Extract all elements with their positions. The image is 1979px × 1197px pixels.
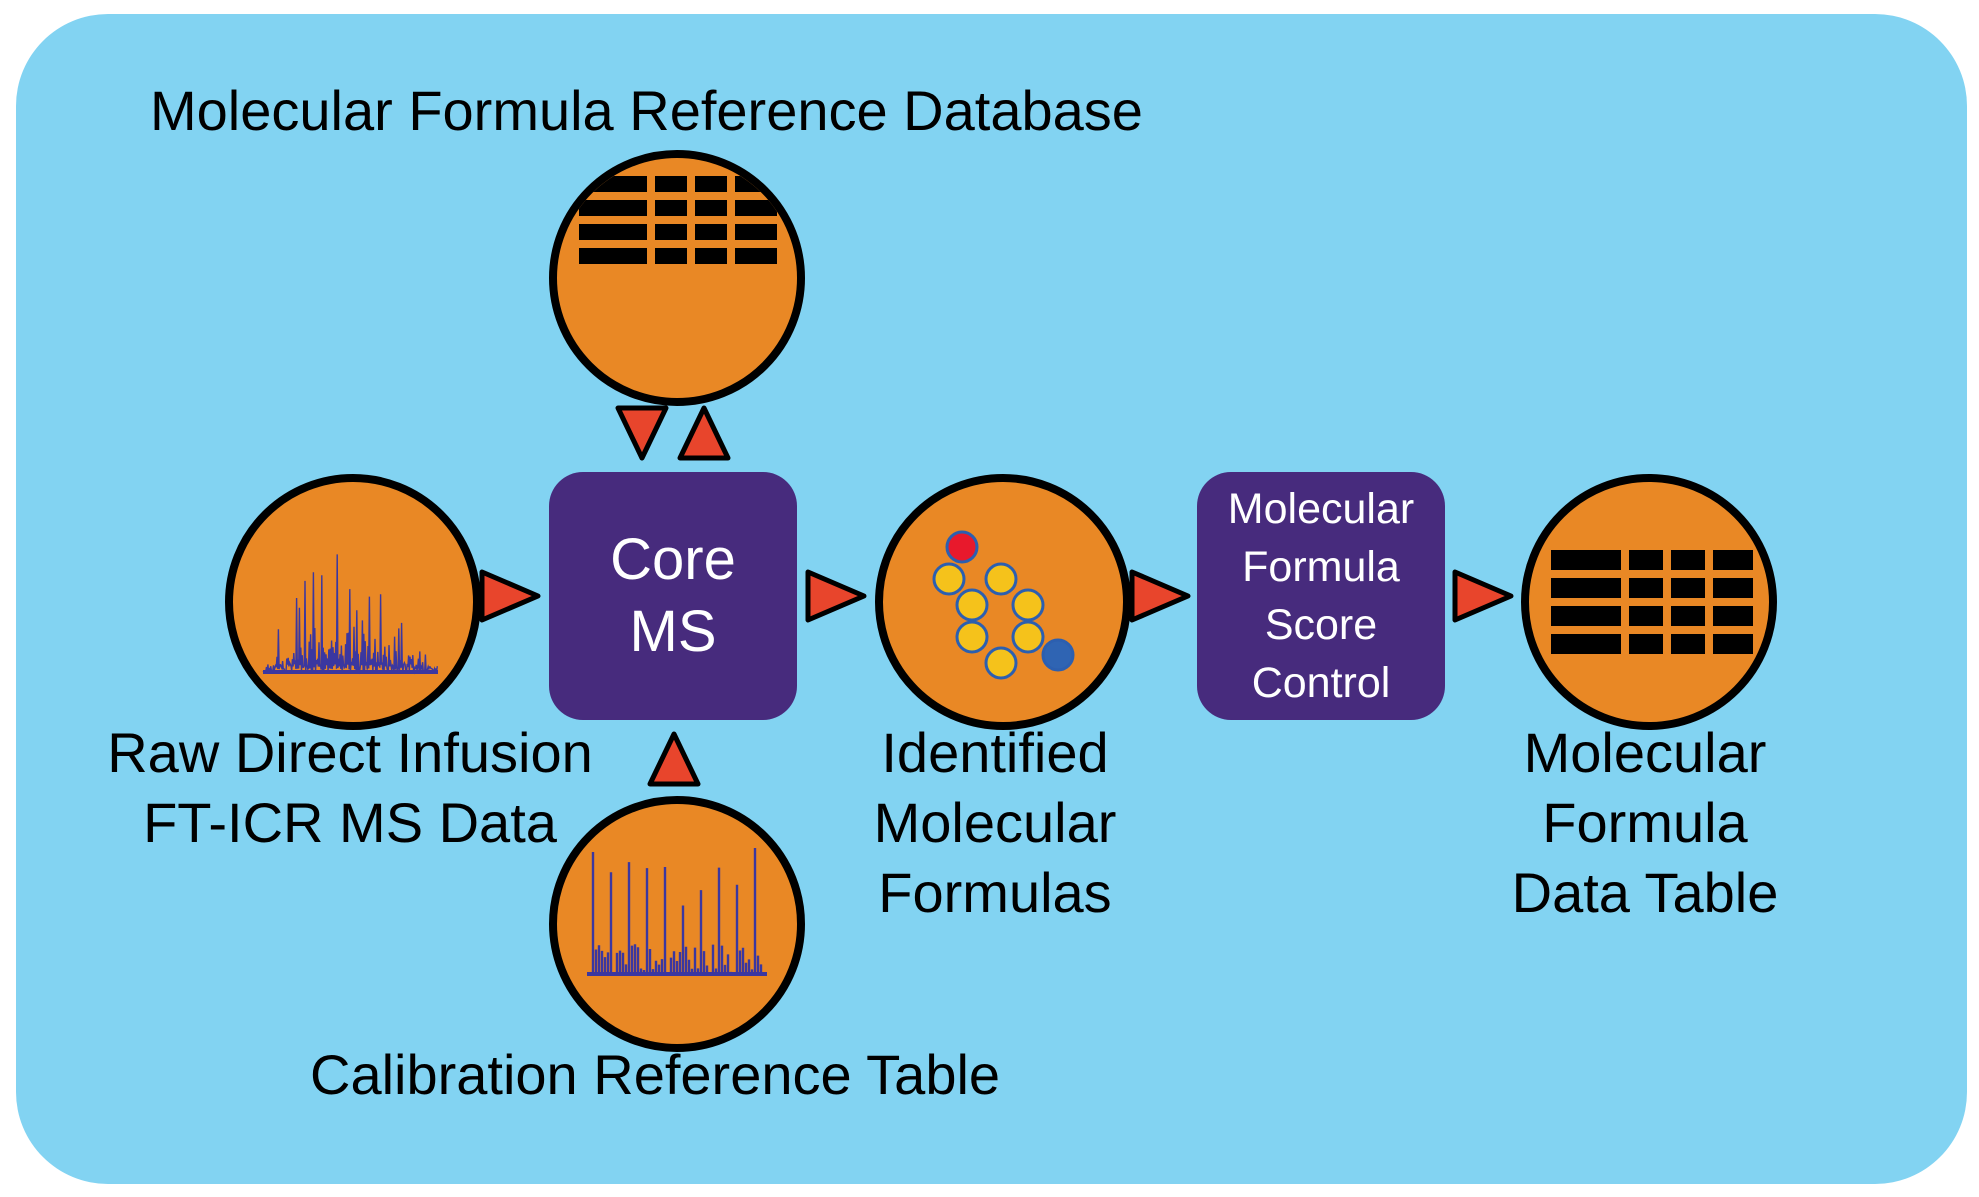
calibration-node [549,796,805,1052]
arrow-core-to-identified [804,568,868,624]
arrow-up-to-database [676,404,732,462]
core-ms-line-1: Core [610,527,736,592]
score-control-line-4: Control [1251,659,1391,707]
reference-database-node [549,150,805,406]
raw-data-label: Raw Direct Infusion FT-ICR MS Data [107,721,593,854]
score-control-line-3: Score [1264,601,1378,649]
identified-formulas-label: Identified Molecular Formulas [873,721,1117,924]
spectrum-trace [262,554,438,675]
data-table-node [1521,474,1777,730]
arrow-raw-to-core [478,568,542,624]
score-control-box: Molecular Formula Score Control [1197,472,1445,720]
arrow-identified-to-score [1128,568,1192,624]
mass-spectrum-icon [587,847,767,976]
mass-spectrum-icon [262,554,438,675]
raw-data-node [225,474,481,730]
data-table-label: Molecular Formula Data Table [1511,721,1779,924]
identified-formulas-node [875,474,1131,730]
arrow-score-to-table [1451,568,1515,624]
calibration-label: Calibration Reference Table [310,1043,1001,1106]
spectrum-peaks [591,847,763,974]
core-ms-line-2: MS [629,599,717,664]
arrow-calibration-to-core [646,730,702,788]
core-ms-box: Core MS [549,472,797,720]
molecule-icon [932,530,1075,680]
score-control-line-1: Molecular [1227,485,1415,533]
table-icon [1551,550,1753,654]
arrow-down-to-core [614,404,670,462]
table-icon [579,176,777,264]
score-control-line-2: Formula [1242,543,1400,591]
reference-database-label: Molecular Formula Reference Database [150,79,1143,142]
